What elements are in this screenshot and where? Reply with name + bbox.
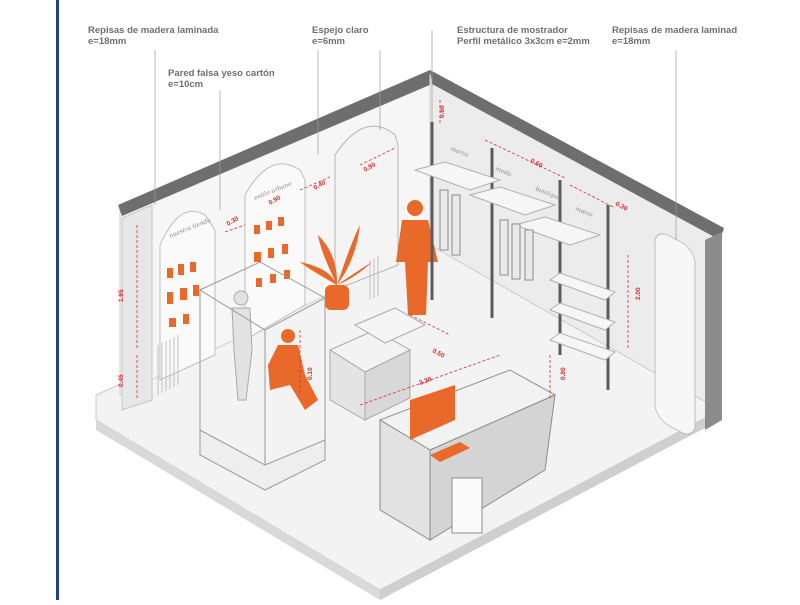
counter-monitor	[410, 385, 455, 440]
callout-line: Repisas de madera laminad	[612, 25, 738, 36]
rack-shelves	[413, 161, 617, 361]
seated-figure	[268, 329, 318, 410]
mannequin	[231, 290, 253, 401]
arch-niche-2	[244, 163, 306, 341]
glass-display	[198, 261, 327, 491]
sales-counter	[378, 369, 557, 541]
callout-line: e=10cm	[168, 79, 204, 90]
right-wall-mirror	[654, 233, 696, 435]
dim-0-60: 0.60	[439, 105, 446, 118]
callout-line: e=6mm	[312, 36, 346, 47]
callout-line: e=18mm	[612, 36, 651, 47]
dim-0-10: 0.10	[307, 367, 314, 380]
callout-line: Estructura de mostrador	[457, 25, 568, 36]
callout-repisas-right: Repisas de madera laminad e=18mm	[612, 25, 737, 47]
back-right-wall-top	[430, 70, 724, 240]
floor-slab-edge	[96, 420, 380, 600]
callout-line: e=18mm	[88, 36, 127, 47]
dim-0-45: 0.45	[118, 374, 125, 387]
plant	[300, 225, 372, 310]
callout-repisas-left: Repisas de madera laminada e=18mm	[88, 25, 218, 47]
callout-line: Pared falsa yeso cartón	[168, 68, 275, 79]
dim-1-65: 1.65	[118, 289, 125, 302]
slat-panel	[157, 256, 379, 395]
counter-keyboard	[430, 442, 470, 462]
callout-line: Perfil metálico 3x3cm e=2mm	[457, 36, 590, 47]
customer-figure	[396, 200, 438, 315]
leader-lines	[154, 30, 677, 240]
right-wall-end	[705, 232, 722, 430]
frame-edge	[56, 0, 59, 600]
display-tables	[328, 307, 427, 421]
callout-line: Espejo claro	[312, 25, 369, 36]
callout-pared-falsa: Pared falsa yeso cartón e=10cm	[168, 68, 275, 90]
dim-2-00: 2.00	[635, 287, 642, 300]
callout-estructura: Estructura de mostrador Perfil metálico …	[457, 25, 590, 47]
callout-line: Repisas de madera laminada	[88, 25, 219, 36]
clothing-rack	[430, 122, 610, 390]
dim-2-30: 2.30	[418, 376, 433, 387]
shelf-products	[167, 217, 290, 327]
back-left-wall-top	[118, 70, 432, 216]
hanging-clothes	[439, 189, 534, 281]
callout-espejo: Espejo claro e=6mm	[312, 25, 369, 47]
dimension-lines	[136, 100, 629, 406]
floor-slab-edge-right	[380, 410, 720, 600]
dim-0-80: 0.80	[560, 367, 567, 380]
